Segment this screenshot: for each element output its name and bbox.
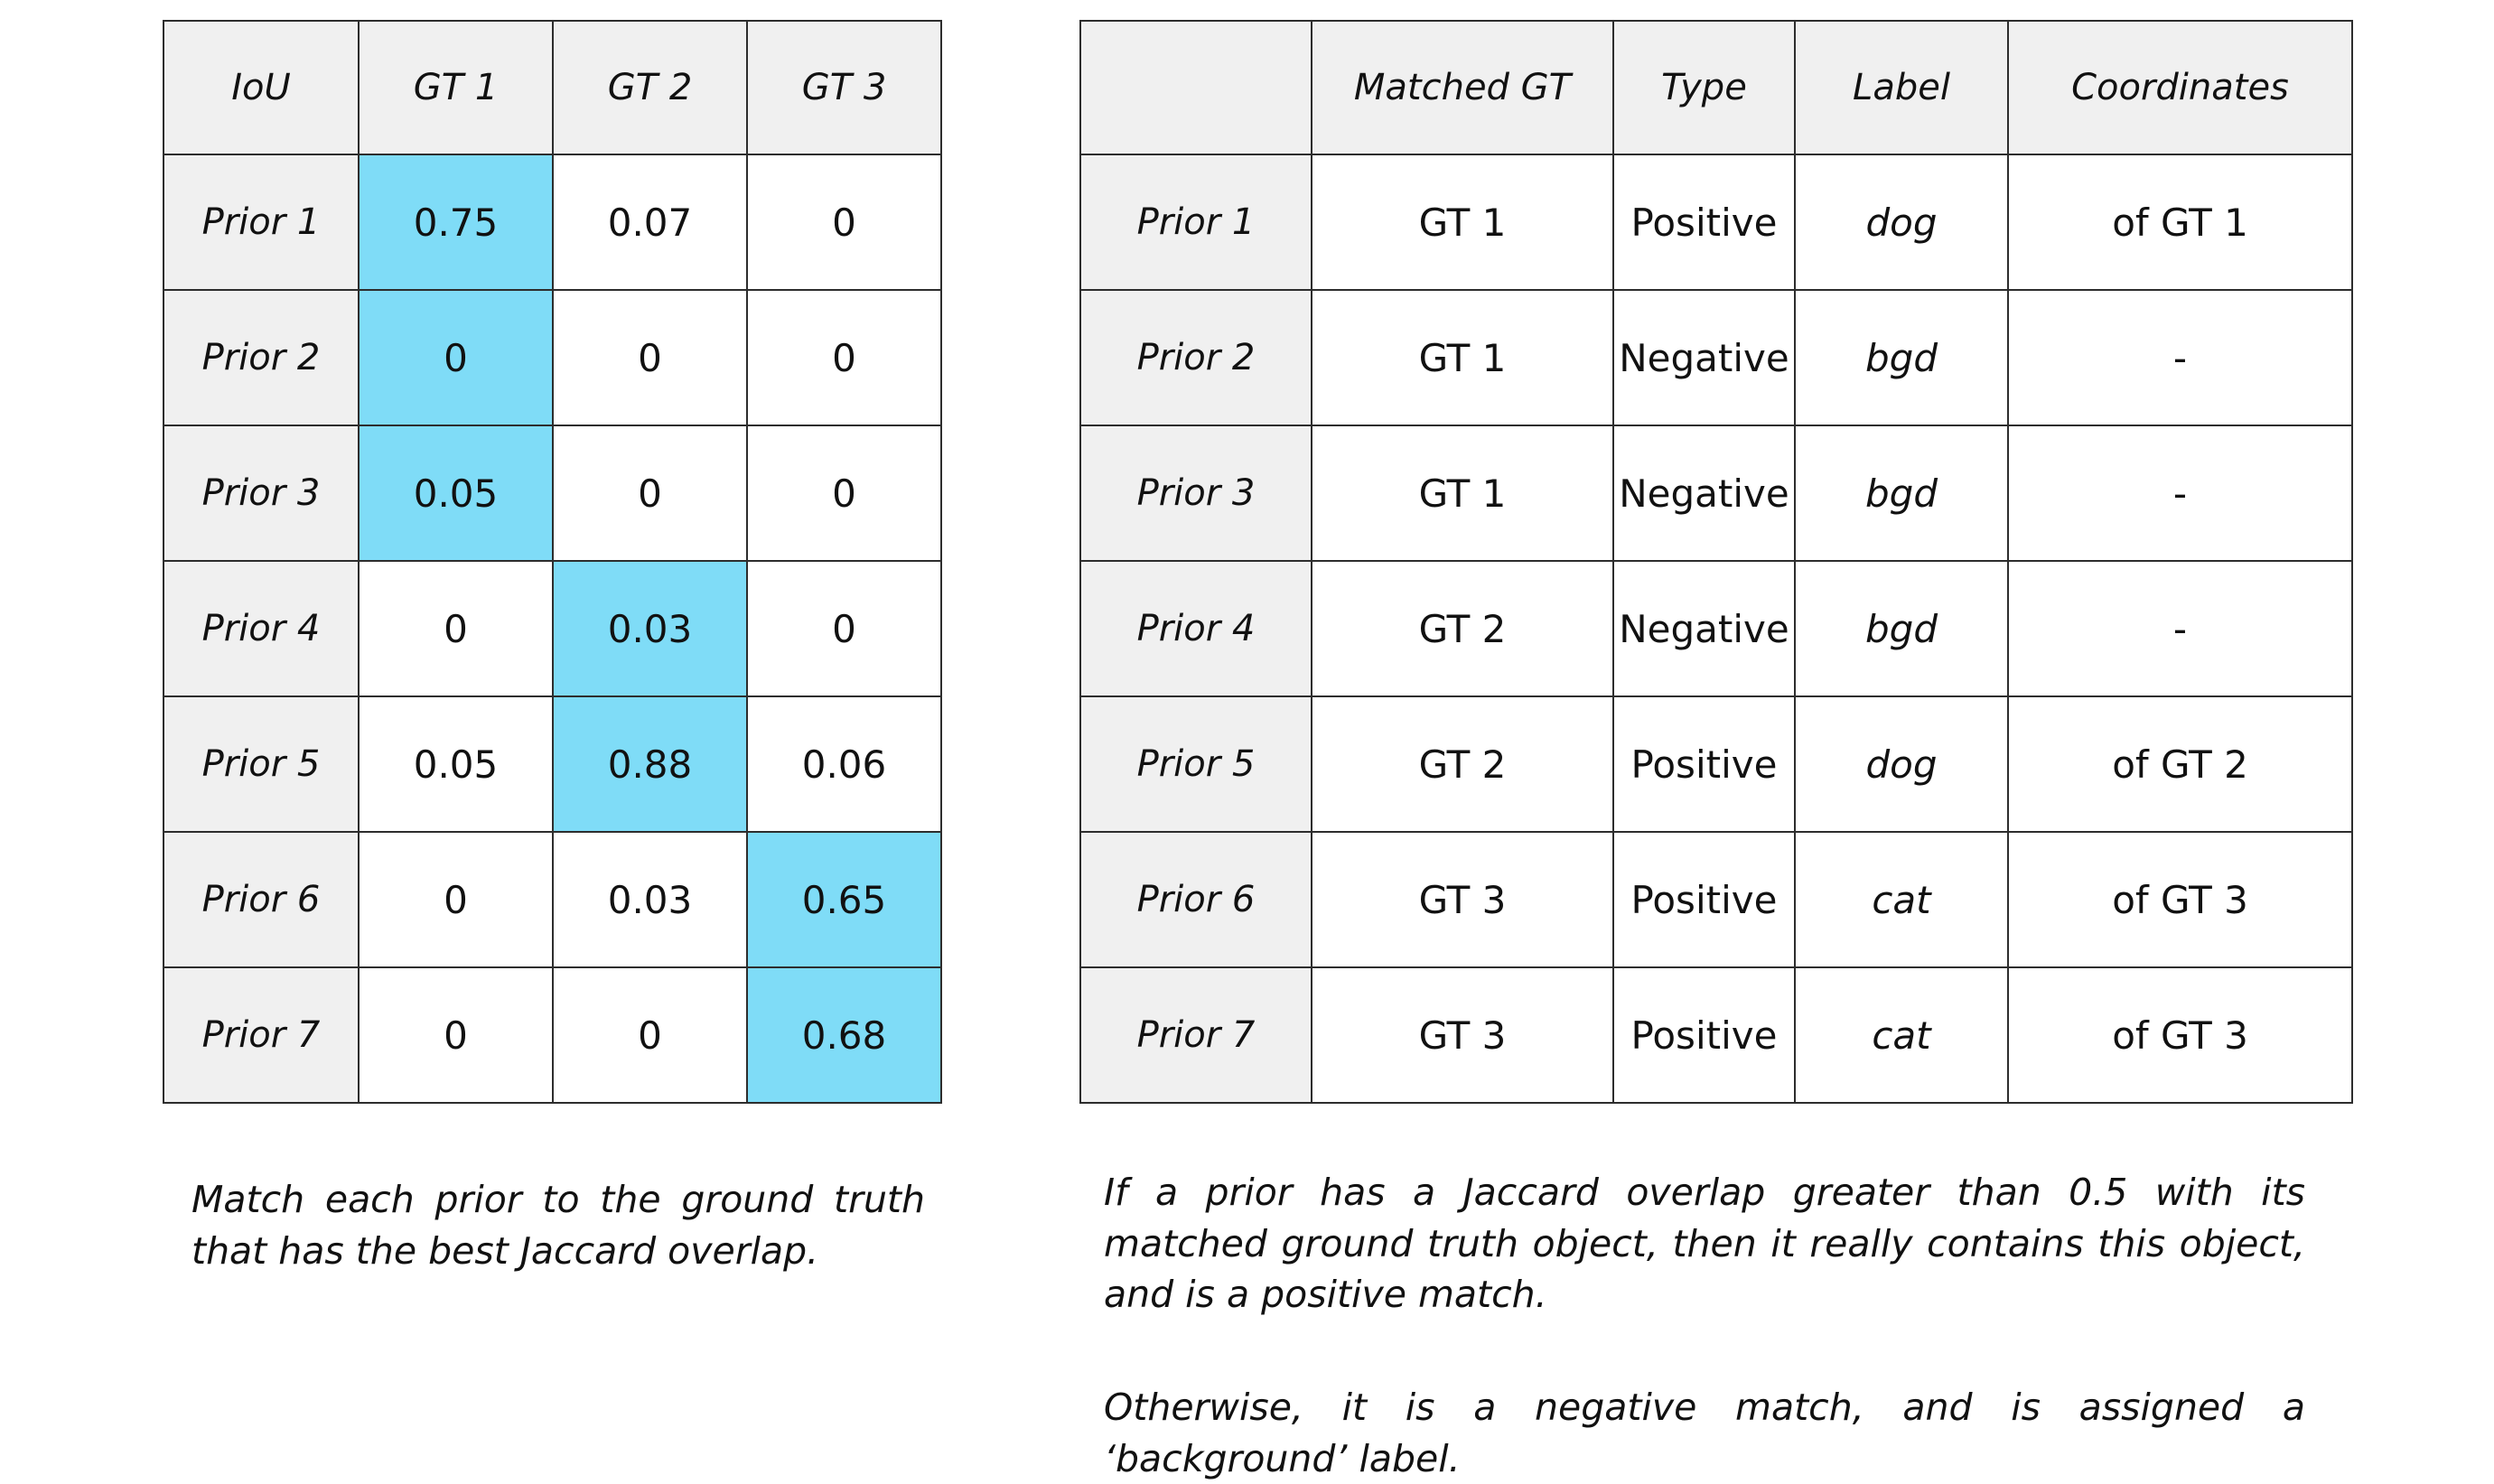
match-cell-type: Positive: [1612, 831, 1796, 968]
table-row: Prior 7 0 0 0.68: [163, 966, 942, 1104]
match-cell-label: cat: [1794, 966, 2009, 1104]
match-header-matched-gt: Matched GT: [1311, 20, 1614, 155]
match-cell-label: bgd: [1794, 425, 2009, 562]
iou-row-label: Prior 6: [163, 831, 360, 968]
iou-cell: 0.03: [552, 831, 748, 968]
table-row: Prior 1 GT 1 Positive dog of GT 1: [1079, 154, 2353, 291]
match-cell-coordinates: of GT 2: [2007, 695, 2353, 833]
match-result-table: Matched GT Type Label Coordinates Prior …: [1079, 20, 2353, 1104]
table-row: Prior 5 0.05 0.88 0.06: [163, 695, 942, 833]
match-cell-label: bgd: [1794, 560, 2009, 697]
iou-row-label: Prior 1: [163, 154, 360, 291]
iou-row-label: Prior 5: [163, 695, 360, 833]
table-row: Prior 4 0 0.03 0: [163, 560, 942, 697]
table-row: Prior 7 GT 3 Positive cat of GT 3: [1079, 966, 2353, 1104]
iou-cell: 0: [746, 289, 942, 426]
iou-cell: 0: [552, 966, 748, 1104]
match-row-label: Prior 3: [1079, 425, 1312, 562]
iou-header-gt-2: GT 2: [552, 20, 748, 155]
match-cell-type: Negative: [1612, 289, 1796, 426]
match-row-label: Prior 4: [1079, 560, 1312, 697]
match-cell-type: Positive: [1612, 966, 1796, 1104]
iou-cell: 0.65: [746, 831, 942, 968]
table-row: Prior 3 0.05 0 0: [163, 425, 942, 562]
iou-cell: 0: [746, 560, 942, 697]
iou-row-label: Prior 4: [163, 560, 360, 697]
match-cell-matched-gt: GT 2: [1311, 560, 1614, 697]
match-header-type: Type: [1612, 20, 1796, 155]
iou-row-label: Prior 7: [163, 966, 360, 1104]
match-cell-type: Positive: [1612, 695, 1796, 833]
iou-cell: 0: [552, 425, 748, 562]
iou-cell: 0.75: [358, 154, 554, 291]
match-cell-matched-gt: GT 2: [1311, 695, 1614, 833]
iou-cell: 0.03: [552, 560, 748, 697]
match-cell-label: dog: [1794, 154, 2009, 291]
match-row-label: Prior 6: [1079, 831, 1312, 968]
match-cell-type: Negative: [1612, 560, 1796, 697]
iou-header-corner: IoU: [163, 20, 360, 155]
iou-cell: 0: [358, 560, 554, 697]
iou-cell: 0: [552, 289, 748, 426]
table-header-row: Matched GT Type Label Coordinates: [1079, 20, 2353, 155]
iou-table-header: IoU GT 1 GT 2 GT 3: [163, 20, 942, 155]
match-cell-matched-gt: GT 1: [1311, 289, 1614, 426]
match-row-label: Prior 2: [1079, 289, 1312, 426]
match-cell-label: dog: [1794, 695, 2009, 833]
iou-cell: 0.88: [552, 695, 748, 833]
iou-header-gt-3: GT 3: [746, 20, 942, 155]
match-row-label: Prior 1: [1079, 154, 1312, 291]
table-header-row: IoU GT 1 GT 2 GT 3: [163, 20, 942, 155]
caption-positive-match-rule: If a prior has a Jaccard overlap greater…: [1104, 1171, 2305, 1317]
match-cell-matched-gt: GT 3: [1311, 831, 1614, 968]
match-cell-coordinates: of GT 1: [2007, 154, 2353, 291]
match-cell-coordinates: -: [2007, 560, 2353, 697]
match-cell-type: Positive: [1612, 154, 1796, 291]
caption-negative-match-rule: Otherwise, it is a negative match, and i…: [1104, 1386, 2305, 1480]
table-row: Prior 1 0.75 0.07 0: [163, 154, 942, 291]
match-cell-label: cat: [1794, 831, 2009, 968]
table-row: Prior 5 GT 2 Positive dog of GT 2: [1079, 695, 2353, 833]
table-row: Prior 3 GT 1 Negative bgd -: [1079, 425, 2353, 562]
match-row-label: Prior 5: [1079, 695, 1312, 833]
iou-cell: 0: [358, 289, 554, 426]
iou-row-label: Prior 3: [163, 425, 360, 562]
table-row: Prior 6 0 0.03 0.65: [163, 831, 942, 968]
iou-cell: 0: [358, 831, 554, 968]
match-table-body: Prior 1 GT 1 Positive dog of GT 1 Prior …: [1079, 154, 2353, 1104]
match-cell-matched-gt: GT 1: [1311, 154, 1614, 291]
iou-table-body: Prior 1 0.75 0.07 0 Prior 2 0 0 0 Prior …: [163, 154, 942, 1104]
iou-cell: 0: [746, 154, 942, 291]
iou-row-label: Prior 2: [163, 289, 360, 426]
iou-cell: 0: [358, 966, 554, 1104]
table-row: Prior 2 0 0 0: [163, 289, 942, 426]
match-cell-coordinates: of GT 3: [2007, 966, 2353, 1104]
iou-cell: 0.05: [358, 425, 554, 562]
match-cell-coordinates: -: [2007, 289, 2353, 426]
match-cell-coordinates: of GT 3: [2007, 831, 2353, 968]
match-header-label: Label: [1794, 20, 2009, 155]
iou-cell: 0.05: [358, 695, 554, 833]
match-header-corner: [1079, 20, 1312, 155]
iou-matrix-table: IoU GT 1 GT 2 GT 3 Prior 1 0.75 0.07 0 P…: [163, 20, 942, 1104]
match-row-label: Prior 7: [1079, 966, 1312, 1104]
match-cell-coordinates: -: [2007, 425, 2353, 562]
iou-cell: 0.07: [552, 154, 748, 291]
table-row: Prior 4 GT 2 Negative bgd -: [1079, 560, 2353, 697]
match-table-header: Matched GT Type Label Coordinates: [1079, 20, 2353, 155]
table-row: Prior 2 GT 1 Negative bgd -: [1079, 289, 2353, 426]
match-cell-matched-gt: GT 3: [1311, 966, 1614, 1104]
iou-cell: 0.06: [746, 695, 942, 833]
table-row: Prior 6 GT 3 Positive cat of GT 3: [1079, 831, 2353, 968]
caption-matching-rule: Match each prior to the ground truth tha…: [191, 1178, 925, 1273]
iou-header-gt-1: GT 1: [358, 20, 554, 155]
iou-cell: 0: [746, 425, 942, 562]
match-cell-matched-gt: GT 1: [1311, 425, 1614, 562]
match-cell-label: bgd: [1794, 289, 2009, 426]
match-header-coordinates: Coordinates: [2007, 20, 2353, 155]
match-cell-type: Negative: [1612, 425, 1796, 562]
iou-cell: 0.68: [746, 966, 942, 1104]
